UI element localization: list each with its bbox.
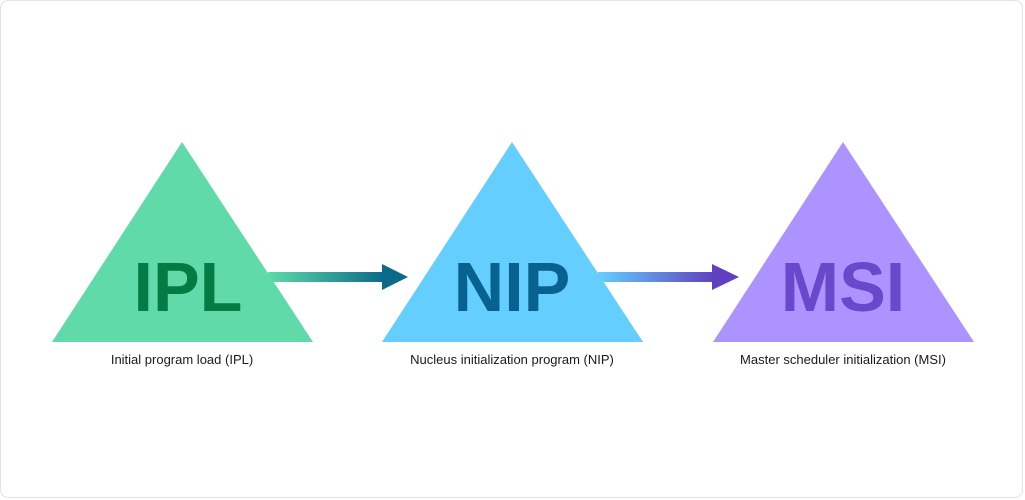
stage-msi: MSI Master scheduler initialization (MSI…: [713, 142, 974, 367]
arrow-ipl-to-nip: [268, 264, 408, 290]
arrow-shaft: [598, 272, 714, 282]
stage-caption-ipl: Initial program load (IPL): [111, 352, 253, 367]
arrow-nip-to-msi: [598, 264, 739, 290]
stage-abbr-ipl: IPL: [134, 248, 243, 326]
triangle-nip: [382, 142, 643, 342]
stage-caption-nip: Nucleus initialization program (NIP): [410, 352, 614, 367]
triangle-msi: [713, 142, 974, 342]
stage-nip: NIP Nucleus initialization program (NIP): [382, 142, 643, 367]
stage-ipl: IPL Initial program load (IPL): [52, 142, 313, 367]
arrow-shaft: [268, 272, 384, 282]
arrow-head: [382, 264, 408, 290]
stage-caption-msi: Master scheduler initialization (MSI): [740, 352, 946, 367]
stage-abbr-msi: MSI: [781, 248, 905, 326]
stage-abbr-nip: NIP: [454, 248, 571, 326]
triangle-ipl: [52, 142, 313, 342]
arrow-head: [712, 264, 739, 290]
